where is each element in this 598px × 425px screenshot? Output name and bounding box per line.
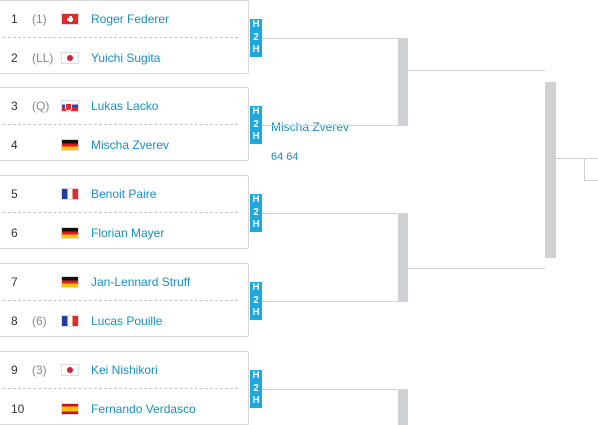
draw-number: 6 <box>11 226 18 240</box>
h2h-letter: 2 <box>253 294 259 306</box>
bracket-line <box>262 38 398 39</box>
bracket-line <box>262 213 398 214</box>
h2h-letter: H <box>252 282 260 294</box>
seed-label: (6) <box>32 314 47 328</box>
bracket-connector <box>398 389 408 425</box>
france-flag-icon <box>61 188 79 200</box>
h2h-letter: H <box>252 131 260 143</box>
germany-flag-icon <box>61 139 79 151</box>
match-box-2: 3 (Q) Lukas Lacko 4 Mischa Zverev <box>0 87 249 161</box>
h2h-letter: H <box>252 44 260 56</box>
player-row: 10 Fernando Verdasco <box>0 400 239 420</box>
player-name-link[interactable]: Lucas Pouille <box>91 314 163 328</box>
bracket-line <box>262 125 398 126</box>
germany-flag-icon <box>61 276 79 288</box>
draw-number: 8 <box>11 314 18 328</box>
h2h-letter: 2 <box>253 382 259 394</box>
divider <box>3 212 238 213</box>
h2h-letter: 2 <box>253 118 259 130</box>
h2h-button[interactable]: H 2 H <box>250 370 262 408</box>
draw-number: 4 <box>11 138 18 152</box>
player-row: 3 (Q) Lukas Lacko <box>0 97 239 117</box>
player-row: 6 Florian Mayer <box>0 224 239 244</box>
h2h-button[interactable]: H 2 H <box>250 106 262 144</box>
draw-number: 2 <box>11 51 18 65</box>
bracket-connector <box>398 213 408 302</box>
h2h-button[interactable]: H 2 H <box>250 194 262 232</box>
divider <box>3 388 238 389</box>
seed-label: (LL) <box>32 51 54 65</box>
draw-number: 5 <box>11 187 18 201</box>
divider <box>3 37 238 38</box>
player-name-link[interactable]: Jan-Lennard Struff <box>91 275 191 289</box>
seed-label: (3) <box>32 363 47 377</box>
germany-flag-icon <box>61 227 79 239</box>
player-row: 5 Benoit Paire <box>0 185 239 205</box>
round2-winner-link[interactable]: Mischa Zverev <box>271 120 350 134</box>
bracket-line <box>584 180 598 181</box>
bracket-line <box>408 268 545 269</box>
player-row: 4 Mischa Zverev <box>0 136 239 156</box>
player-row: 1 (1) Roger Federer <box>0 10 239 30</box>
draw-number: 3 <box>11 99 18 113</box>
player-row: 7 Jan-Lennard Struff <box>0 273 239 293</box>
draw-number: 9 <box>11 363 18 377</box>
bracket-line <box>262 301 398 302</box>
player-row: 8 (6) Lucas Pouille <box>0 312 239 332</box>
divider <box>3 300 238 301</box>
player-name-link[interactable]: Lukas Lacko <box>91 99 159 113</box>
h2h-button[interactable]: H 2 H <box>250 282 262 320</box>
bracket-connector <box>545 82 556 258</box>
match-box-1: 1 (1) Roger Federer 2 (LL) Yuichi Sugita <box>0 0 249 74</box>
switzerland-flag-icon <box>61 13 79 25</box>
h2h-letter: H <box>252 19 260 31</box>
bracket-line <box>408 70 545 71</box>
h2h-letter: H <box>252 194 260 206</box>
player-name-link[interactable]: Kei Nishikori <box>91 363 158 377</box>
player-name-link[interactable]: Florian Mayer <box>91 226 165 240</box>
player-row: 9 (3) Kei Nishikori <box>0 361 239 381</box>
h2h-letter: H <box>252 106 260 118</box>
match-score: 64 64 <box>271 151 299 163</box>
draw-number: 7 <box>11 275 18 289</box>
h2h-letter: H <box>252 219 260 231</box>
player-name-link[interactable]: Mischa Zverev <box>91 138 170 152</box>
japan-flag-icon <box>61 364 79 376</box>
seed-label: (1) <box>32 12 47 26</box>
match-box-5: 9 (3) Kei Nishikori 10 Fernando Verdasco <box>0 351 249 425</box>
player-name-link[interactable]: Yuichi Sugita <box>91 51 161 65</box>
h2h-letter: 2 <box>253 206 259 218</box>
japan-flag-icon <box>61 52 79 64</box>
bracket-line <box>556 158 598 159</box>
spain-flag-icon <box>61 403 79 415</box>
france-flag-icon <box>61 315 79 327</box>
h2h-letter: H <box>252 370 260 382</box>
player-name-link[interactable]: Fernando Verdasco <box>91 402 196 416</box>
bracket-connector <box>398 38 408 126</box>
h2h-button[interactable]: H 2 H <box>250 19 262 57</box>
draw-number: 10 <box>11 402 25 416</box>
player-name-link[interactable]: Benoit Paire <box>91 187 157 201</box>
bracket-line <box>262 389 398 390</box>
slovakia-flag-icon <box>61 100 79 112</box>
match-box-4: 7 Jan-Lennard Struff 8 (6) Lucas Pouille <box>0 263 249 337</box>
h2h-letter: 2 <box>253 31 259 43</box>
divider <box>3 124 238 125</box>
player-row: 2 (LL) Yuichi Sugita <box>0 49 239 69</box>
match-box-3: 5 Benoit Paire 6 Florian Mayer <box>0 175 249 249</box>
draw-number: 1 <box>11 12 18 26</box>
player-name-link[interactable]: Roger Federer <box>91 12 170 26</box>
bracket-line <box>584 158 585 180</box>
h2h-letter: H <box>252 395 260 407</box>
seed-label: (Q) <box>32 99 50 113</box>
h2h-letter: H <box>252 307 260 319</box>
